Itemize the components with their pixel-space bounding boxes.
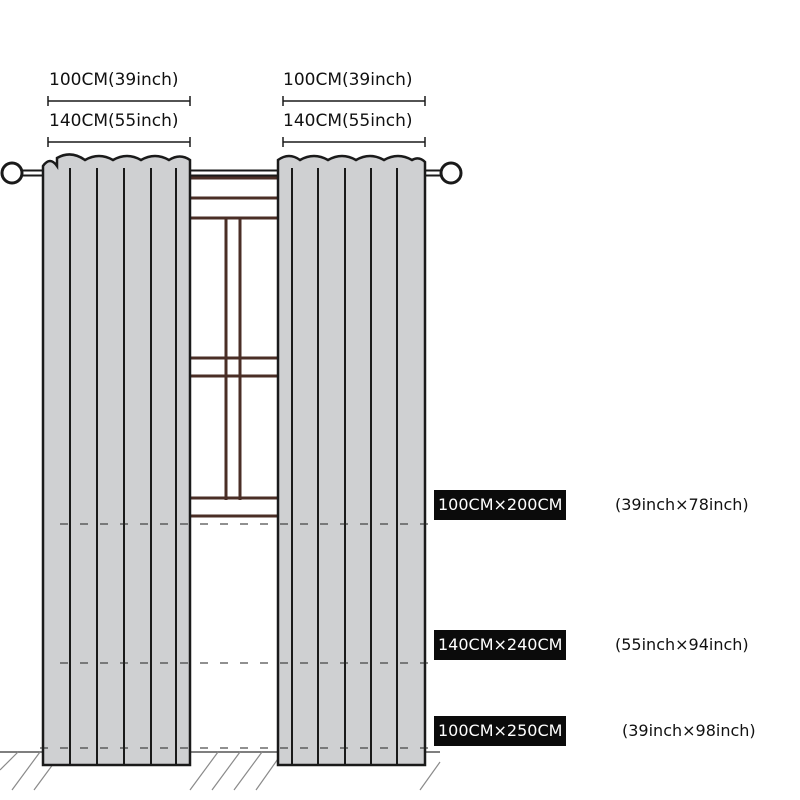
rod-finial-right (439, 161, 463, 185)
width-label-left-bottom: 140CM(55inch) (49, 111, 179, 131)
width-label-right-bottom: 140CM(55inch) (283, 111, 413, 131)
window-frame (190, 176, 278, 518)
size-label-metric-1: 100CM×200CM (434, 490, 567, 520)
width-label-right-top: 100CM(39inch) (283, 70, 413, 90)
rod-finial-left (0, 161, 24, 185)
curtain-panel-left (41, 153, 192, 767)
size-label-metric-3: 100CM×250CM (434, 716, 567, 746)
length-markers (40, 523, 435, 749)
curtain-panel-right (276, 154, 427, 767)
width-dimension-lines (47, 96, 426, 147)
size-label-imperial-1: (39inch×78inch) (615, 495, 749, 514)
size-label-imperial-3: (39inch×98inch) (622, 721, 756, 740)
size-label-imperial-2: (55inch×94inch) (615, 635, 749, 654)
width-label-left-top: 100CM(39inch) (49, 70, 179, 90)
size-label-metric-2: 140CM×240CM (434, 630, 567, 660)
